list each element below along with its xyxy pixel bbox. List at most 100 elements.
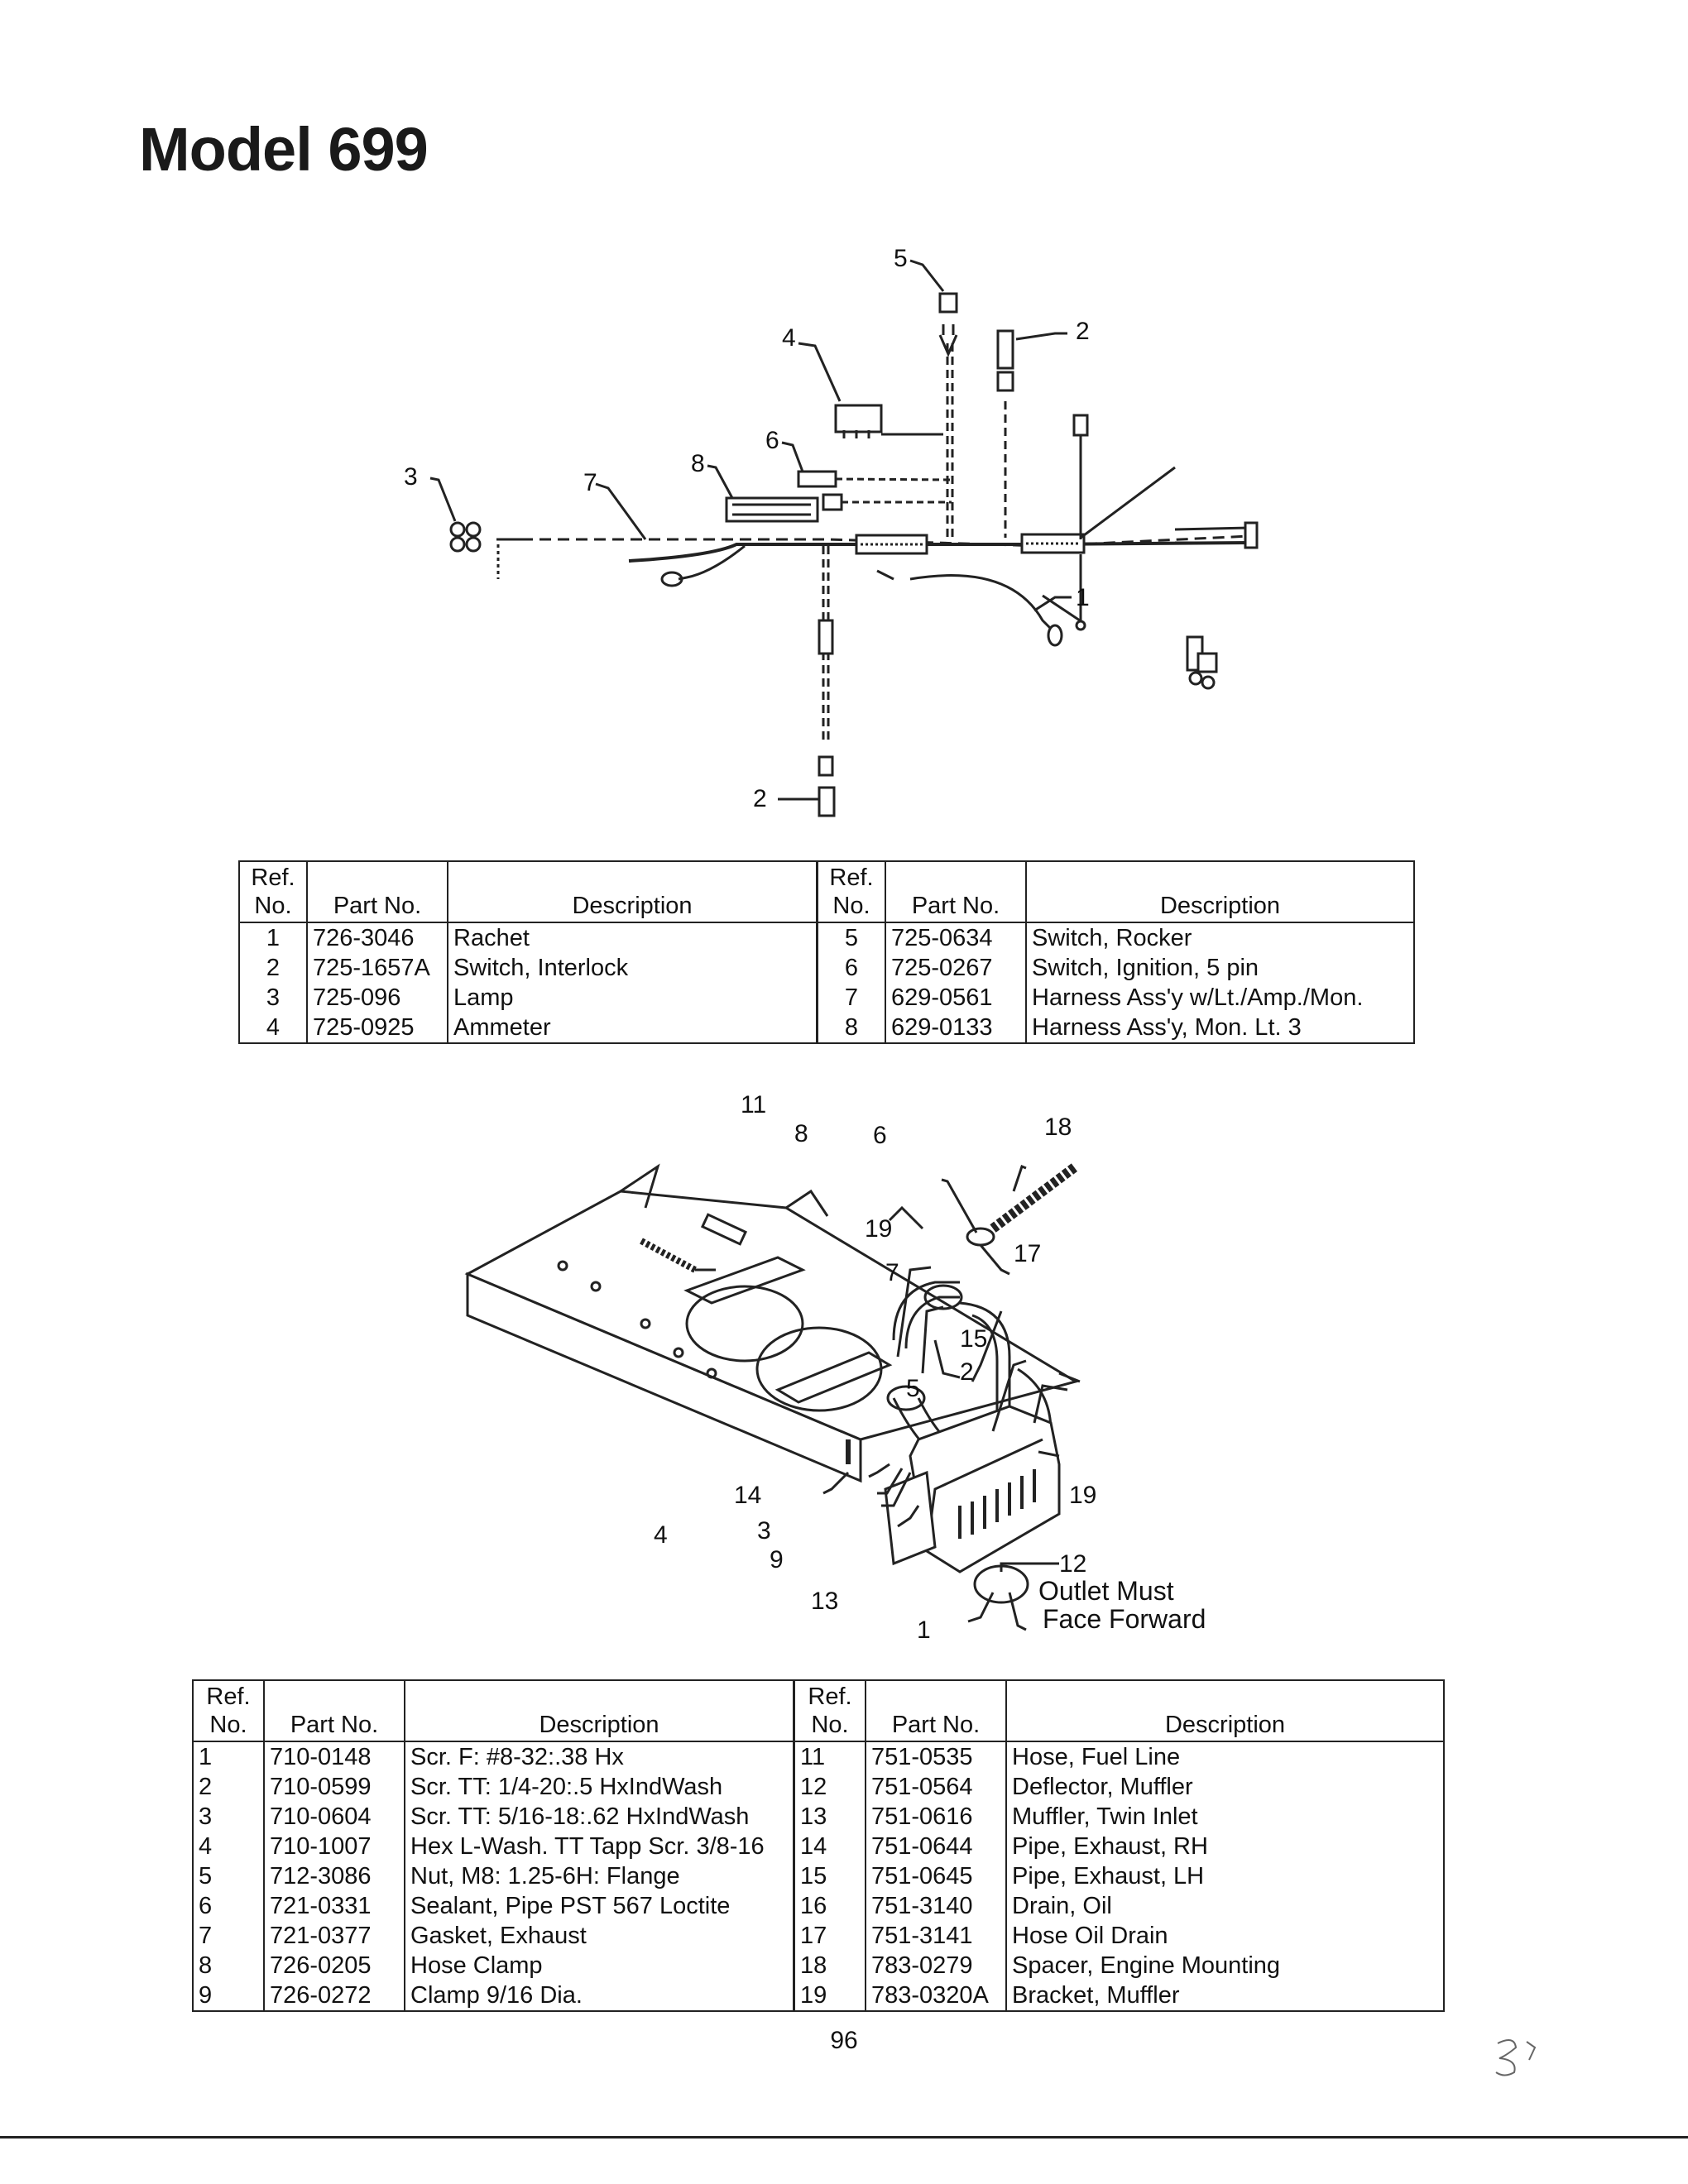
part-cell: 725-0634: [885, 922, 1027, 953]
ref-cell: 3: [192, 1802, 265, 1832]
callout-17: 18: [1044, 1114, 1072, 1141]
callout-1: 1: [917, 1616, 931, 1644]
part-cell: 710-0604: [263, 1802, 405, 1832]
callout-4: 4: [654, 1521, 668, 1549]
part-cell: 725-0925: [306, 1013, 448, 1044]
table-row: 3 725-096 Lamp 7 629-0561 Harness Ass'y …: [238, 983, 1415, 1013]
description-cell: Harness Ass'y, Mon. Lt. 3: [1025, 1013, 1415, 1044]
callout-3: 3: [757, 1517, 771, 1545]
part-cell: 726-0272: [263, 1980, 405, 2012]
part-cell: 751-0564: [865, 1772, 1007, 1802]
part-cell: 629-0561: [885, 983, 1027, 1013]
description-cell: Hose Oil Drain: [1005, 1921, 1445, 1951]
note-outlet-line2: Face Forward: [1043, 1604, 1206, 1634]
callout-7: 7: [885, 1259, 899, 1286]
callout-18: 19: [865, 1215, 892, 1243]
part-cell: 629-0133: [885, 1013, 1027, 1044]
description-header: Description: [447, 860, 818, 923]
description-cell: Drain, Oil: [1005, 1891, 1445, 1921]
ref-cell: 4: [192, 1832, 265, 1861]
table-row: 8 726-0205 Hose Clamp 18 783-0279 Spacer…: [192, 1951, 1445, 1980]
parts-table-muffler: Ref.No. Part No. Description Ref.No. Par…: [192, 1679, 1445, 2012]
table-row: 3 710-0604 Scr. TT: 5/16-18:.62 HxIndWas…: [192, 1802, 1445, 1832]
callout-5: 5: [894, 245, 908, 272]
description-cell: Sealant, Pipe PST 567 Loctite: [404, 1891, 795, 1921]
part-cell: 726-0205: [263, 1951, 405, 1980]
callout-8: 8: [691, 450, 705, 477]
part-cell: 751-0535: [865, 1741, 1007, 1772]
part-cell: 783-0279: [865, 1951, 1007, 1980]
description-header: Description: [404, 1679, 795, 1742]
callout-6: 6: [873, 1122, 887, 1149]
callout-13: 13: [811, 1588, 838, 1615]
callout-5: 5: [906, 1375, 920, 1402]
part-header: Part No.: [885, 860, 1027, 923]
ref-cell: 11: [793, 1741, 866, 1772]
part-cell: 712-3086: [263, 1861, 405, 1891]
callout-8: 8: [794, 1120, 808, 1147]
description-cell: Rachet: [447, 922, 818, 953]
description-cell: Nut, M8: 1.25-6H: Flange: [404, 1861, 795, 1891]
part-header: Part No.: [306, 860, 448, 923]
callout-3: 3: [404, 463, 418, 491]
description-cell: Hose, Fuel Line: [1005, 1741, 1445, 1772]
callout-1: 1: [1076, 584, 1090, 611]
ref-cell: 16: [793, 1891, 866, 1921]
callout-6: 6: [765, 427, 779, 454]
description-cell: Ammeter: [447, 1013, 818, 1044]
ref-cell: 2: [192, 1772, 265, 1802]
table-row: 1 710-0148 Scr. F: #8-32:.38 Hx 11 751-0…: [192, 1741, 1445, 1772]
part-cell: 710-1007: [263, 1832, 405, 1861]
ref-cell: 17: [793, 1921, 866, 1951]
table-row: 4 725-0925 Ammeter 8 629-0133 Harness As…: [238, 1013, 1415, 1044]
description-cell: Harness Ass'y w/Lt./Amp./Mon.: [1025, 983, 1415, 1013]
description-cell: Switch, Rocker: [1025, 922, 1415, 953]
part-cell: 751-0645: [865, 1861, 1007, 1891]
description-cell: Deflector, Muffler: [1005, 1772, 1445, 1802]
table-row: 6 721-0331 Sealant, Pipe PST 567 Loctite…: [192, 1891, 1445, 1921]
ref-header: Ref.No.: [793, 1679, 866, 1742]
ref-cell: 14: [793, 1832, 866, 1861]
ref-cell: 4: [238, 1013, 308, 1044]
ref-cell: 1: [192, 1741, 265, 1772]
description-cell: Bracket, Muffler: [1005, 1980, 1445, 2012]
part-cell: 721-0377: [263, 1921, 405, 1951]
ref-cell: 6: [192, 1891, 265, 1921]
description-cell: Lamp: [447, 983, 818, 1013]
ref-cell: 8: [816, 1013, 886, 1044]
part-cell: 751-3140: [865, 1891, 1007, 1921]
description-cell: Spacer, Engine Mounting: [1005, 1951, 1445, 1980]
description-cell: Scr. TT: 5/16-18:.62 HxIndWash: [404, 1802, 795, 1832]
description-header: Description: [1005, 1679, 1445, 1742]
table-row: 5 712-3086 Nut, M8: 1.25-6H: Flange 15 7…: [192, 1861, 1445, 1891]
description-cell: Clamp 9/16 Dia.: [404, 1980, 795, 2012]
page-title: Model 699: [139, 115, 429, 184]
part-cell: 725-1657A: [306, 953, 448, 983]
ref-header: Ref.No.: [192, 1679, 265, 1742]
ref-cell: 5: [816, 922, 886, 953]
handwritten-initials: [1495, 2039, 1537, 2076]
ref-cell: 8: [192, 1951, 265, 1980]
part-header: Part No.: [263, 1679, 405, 1742]
callout-11: 11: [741, 1091, 766, 1118]
callout-2: 2: [753, 785, 767, 812]
callout-7: 7: [583, 469, 597, 496]
callout-4: 4: [782, 324, 796, 352]
description-cell: Muffler, Twin Inlet: [1005, 1802, 1445, 1832]
bottom-rule: [0, 2136, 1688, 2138]
part-cell: 710-0148: [263, 1741, 405, 1772]
table-row: 2 710-0599 Scr. TT: 1/4-20:.5 HxIndWash …: [192, 1772, 1445, 1802]
description-cell: Switch, Interlock: [447, 953, 818, 983]
callout-14: 14: [734, 1482, 761, 1509]
description-cell: Hose Clamp: [404, 1951, 795, 1980]
wiring-harness-diagram: 5 4 2 6 8 7 3 1 2: [404, 245, 1259, 817]
ref-cell: 15: [793, 1861, 866, 1891]
table-row: 1 726-3046 Rachet 5 725-0634 Switch, Roc…: [238, 922, 1415, 953]
part-header: Part No.: [865, 1679, 1007, 1742]
part-cell: 710-0599: [263, 1772, 405, 1802]
ref-cell: 6: [816, 953, 886, 983]
ref-header: Ref.No.: [816, 860, 886, 923]
ref-cell: 5: [192, 1861, 265, 1891]
ref-header: Ref.No.: [238, 860, 308, 923]
table-row: 4 710-1007 Hex L-Wash. TT Tapp Scr. 3/8-…: [192, 1832, 1445, 1861]
